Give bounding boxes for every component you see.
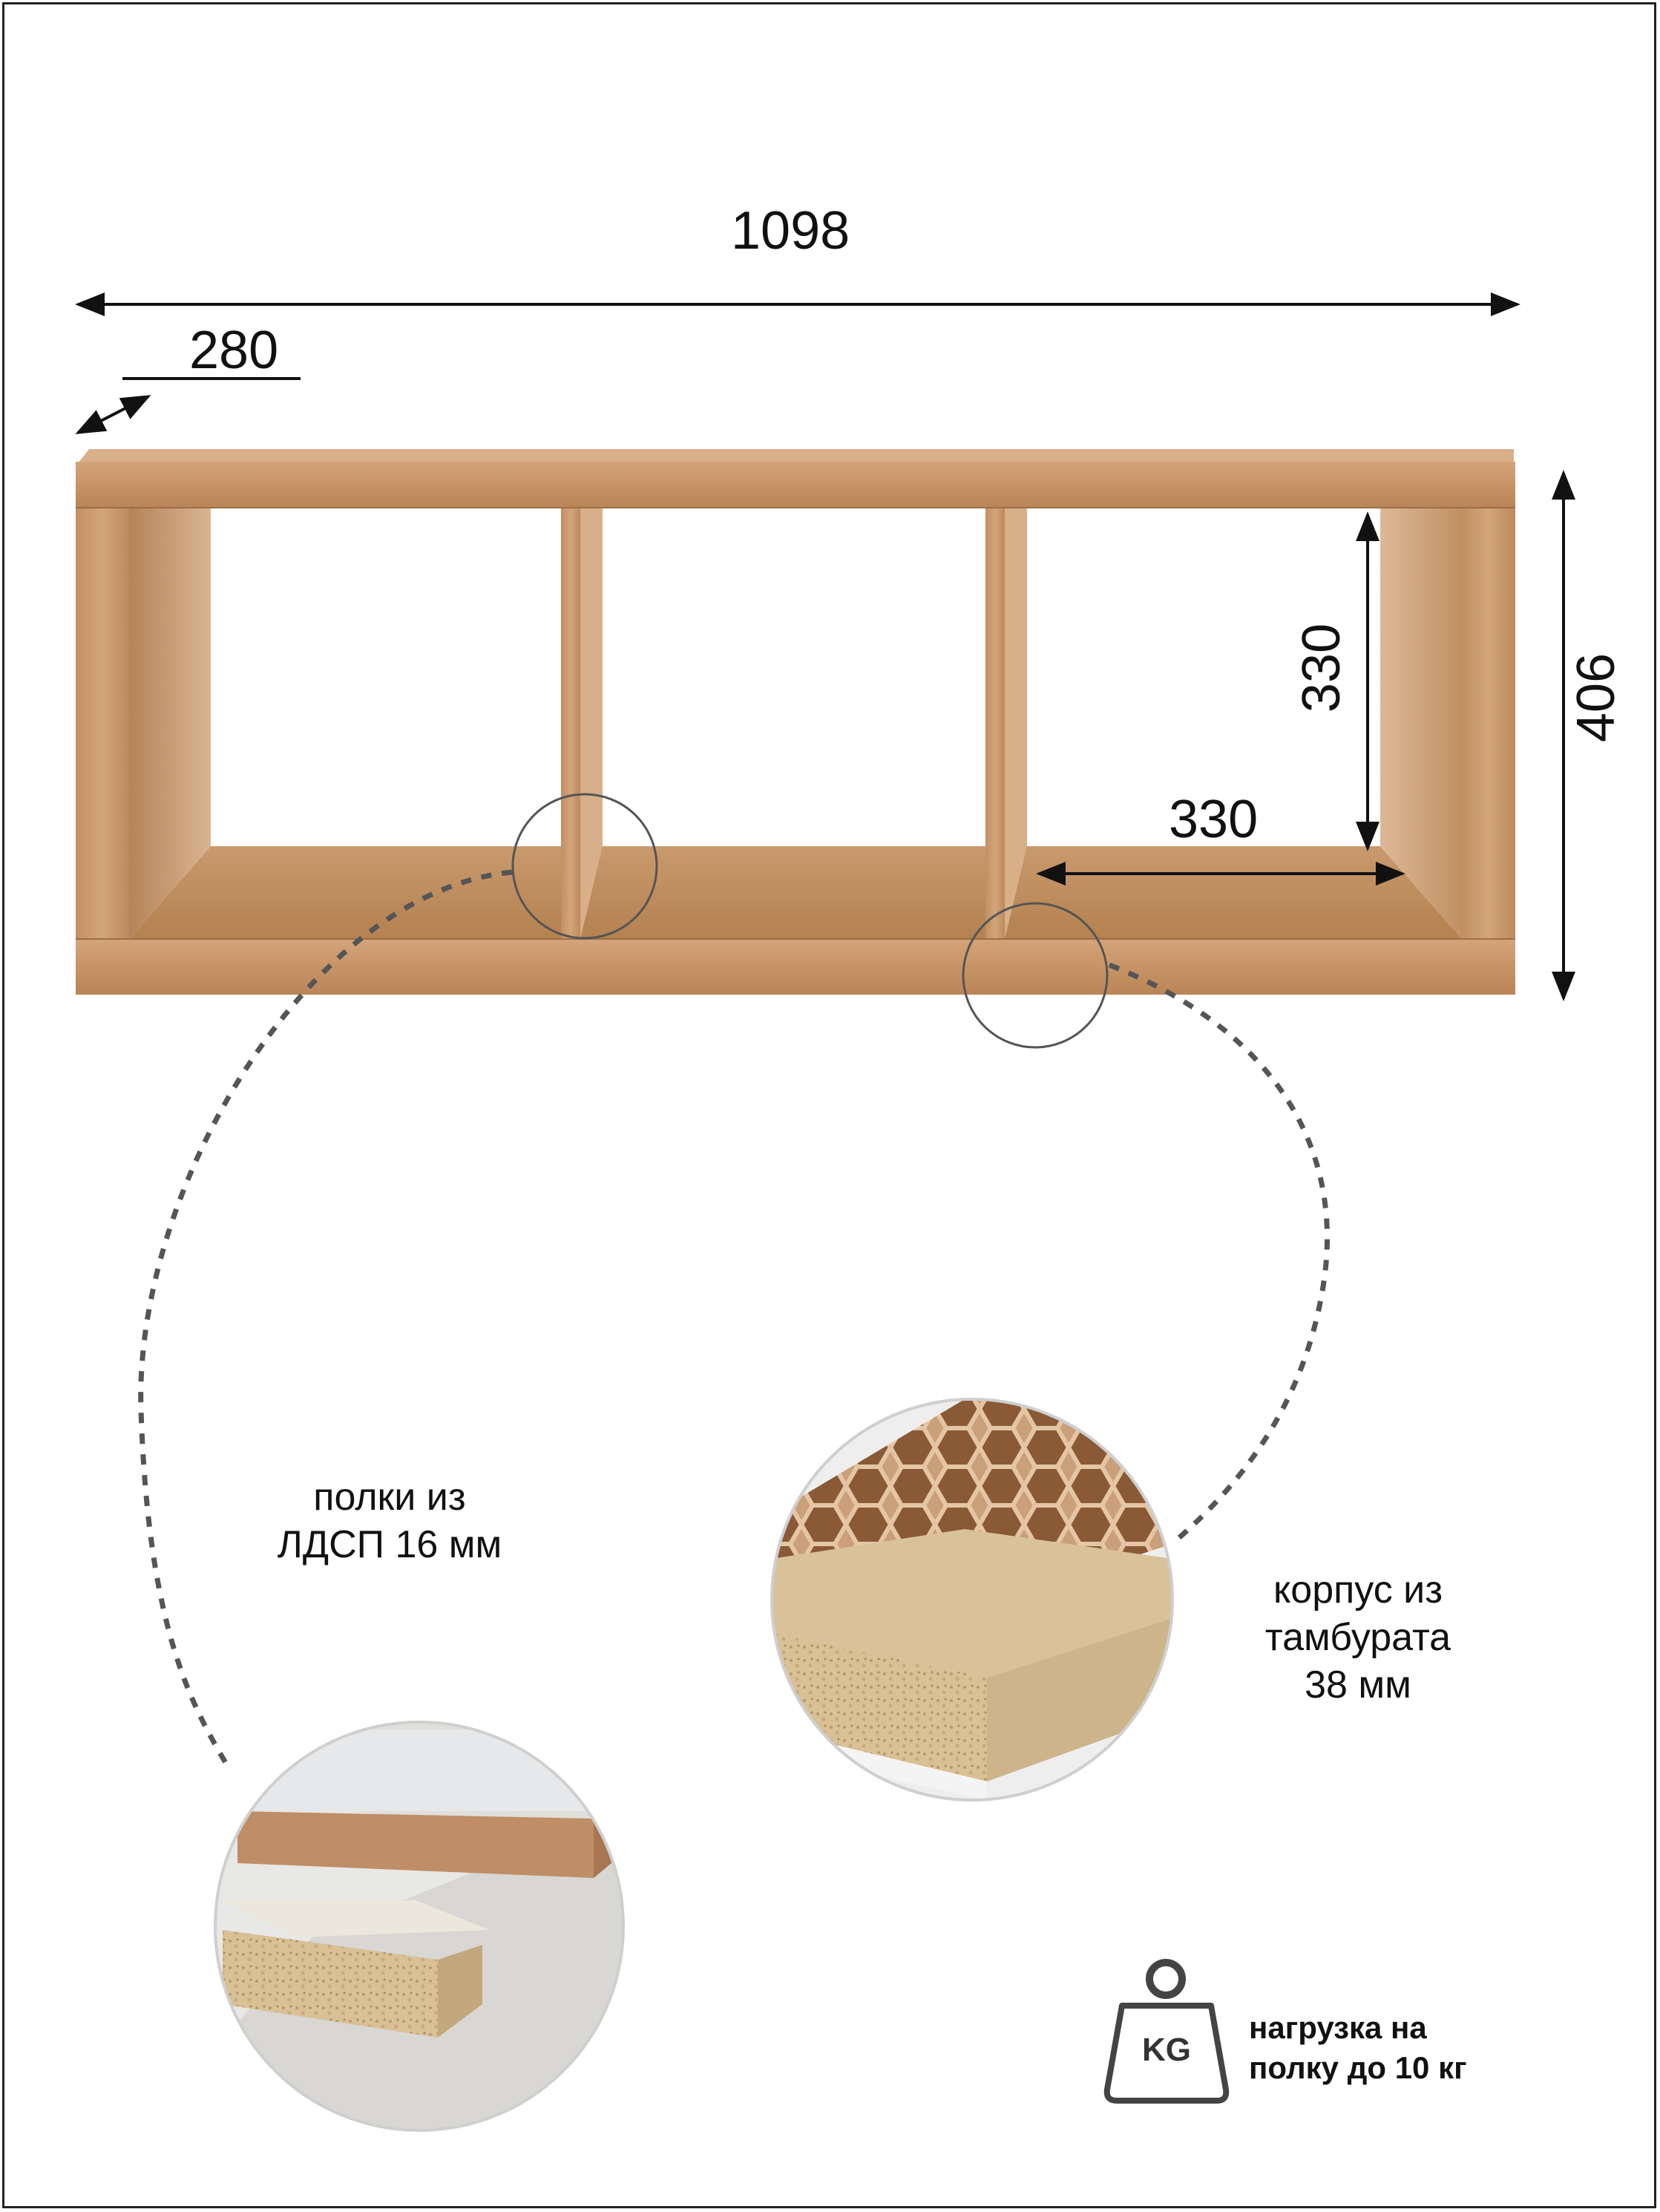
body-note-line-1: корпус из: [1273, 1568, 1443, 1611]
divider-left: [561, 508, 580, 939]
shelf-bottom-panel: [76, 939, 1515, 995]
load-capacity-note: нагрузка на полку до 10 кг: [1249, 2008, 1467, 2088]
inner-left-wall: [129, 508, 211, 939]
height-dimension-label: 406: [1566, 652, 1626, 742]
shelf-left-side: [76, 508, 129, 939]
shelves-note-line-1: полки из: [313, 1476, 466, 1519]
magnifier-circle-icon: [962, 902, 1109, 1049]
body-note-line-3: 38 мм: [1305, 1663, 1411, 1707]
cell-height-label: 330: [1292, 623, 1351, 713]
shelves-note-line-2: ЛДСП 16 мм: [277, 1523, 502, 1566]
depth-dimension-label: 280: [189, 321, 279, 380]
divider-right: [985, 508, 1005, 939]
load-note-line-2: полку до 10 кг: [1249, 2050, 1467, 2085]
chipboard-detail-image: [214, 1721, 625, 2132]
compartment-floor: [129, 846, 1462, 939]
magnifier-circle-icon: [511, 793, 658, 940]
weight-kg-icon: [1103, 1959, 1230, 2104]
body-note-line-2: тамбурата: [1264, 1616, 1451, 1659]
dashed-connector-right: [1108, 962, 1330, 1542]
shelf-right-side: [1462, 508, 1515, 939]
body-material-note: корпус из тамбурата 38 мм: [1202, 1566, 1514, 1709]
weight-icon-label: KG: [1142, 2032, 1191, 2068]
cell-width-label: 330: [1169, 790, 1259, 849]
callout-connectors: [138, 793, 1330, 1772]
width-dimension-label: 1098: [731, 201, 850, 261]
shelves-material-note: полки из ЛДСП 16 мм: [241, 1473, 538, 1568]
inner-right-wall: [1380, 508, 1462, 939]
load-note-line-1: нагрузка на: [1249, 2010, 1427, 2045]
dashed-connector-left: [138, 869, 513, 1772]
honeycomb-detail-image: [770, 1398, 1174, 1802]
shelf-unit: [76, 449, 1515, 995]
shelf-top-panel: [76, 462, 1515, 508]
dimension-lines: [75, 292, 1575, 1001]
depth-dimension-arrow: [75, 395, 151, 434]
